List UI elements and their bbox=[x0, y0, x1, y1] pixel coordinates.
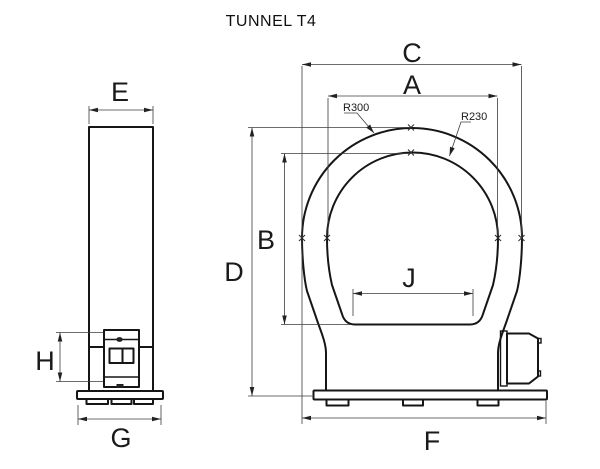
dim-label-F: F bbox=[424, 426, 441, 456]
front-foot-2 bbox=[402, 398, 424, 407]
dim-label-H: H bbox=[35, 346, 55, 376]
dim-label-E: E bbox=[111, 77, 129, 107]
dimension-D: D bbox=[224, 127, 410, 397]
front-foot-3 bbox=[476, 398, 500, 407]
front-foot-1 bbox=[325, 398, 350, 407]
mount-body bbox=[506, 332, 539, 385]
radius-label-outer: R300 bbox=[343, 102, 369, 114]
radius-callout-outer: R300 bbox=[343, 102, 375, 134]
side-foot-2 bbox=[110, 398, 133, 405]
radius-label-inner: R230 bbox=[461, 111, 487, 123]
dim-label-C: C bbox=[402, 38, 422, 68]
front-base-plate bbox=[312, 389, 548, 401]
dimension-J: J bbox=[352, 263, 474, 316]
side-panel-bottom-tab bbox=[116, 384, 124, 388]
dimension-C: C bbox=[301, 38, 522, 424]
dimension-G: G bbox=[77, 405, 162, 453]
dim-label-A: A bbox=[403, 70, 421, 100]
tunnel-inner-profile bbox=[326, 151, 499, 326]
side-view bbox=[76, 126, 164, 405]
dimension-B: B bbox=[257, 153, 409, 325]
dim-label-J: J bbox=[402, 263, 416, 293]
dimension-E: E bbox=[88, 77, 154, 124]
dimensions: E H G C bbox=[35, 38, 547, 456]
dim-label-G: G bbox=[110, 423, 131, 453]
dim-label-B: B bbox=[257, 225, 275, 255]
side-foot-1 bbox=[85, 398, 109, 405]
drawing-title: TUNNEL T4 bbox=[226, 13, 317, 30]
mount-lug-top bbox=[537, 337, 542, 344]
front-view bbox=[298, 124, 548, 407]
radius-callout-inner: R230 bbox=[449, 111, 487, 157]
mount-lug-bottom bbox=[537, 370, 542, 377]
dimension-H: H bbox=[35, 332, 103, 382]
side-panel-screw-dot bbox=[116, 337, 123, 342]
dimension-A: A bbox=[327, 70, 498, 236]
dimension-F: F bbox=[302, 401, 547, 456]
side-base-plate bbox=[76, 390, 164, 400]
side-mount-box bbox=[499, 330, 542, 387]
dim-label-D: D bbox=[224, 257, 244, 287]
side-foot-3 bbox=[133, 398, 154, 405]
